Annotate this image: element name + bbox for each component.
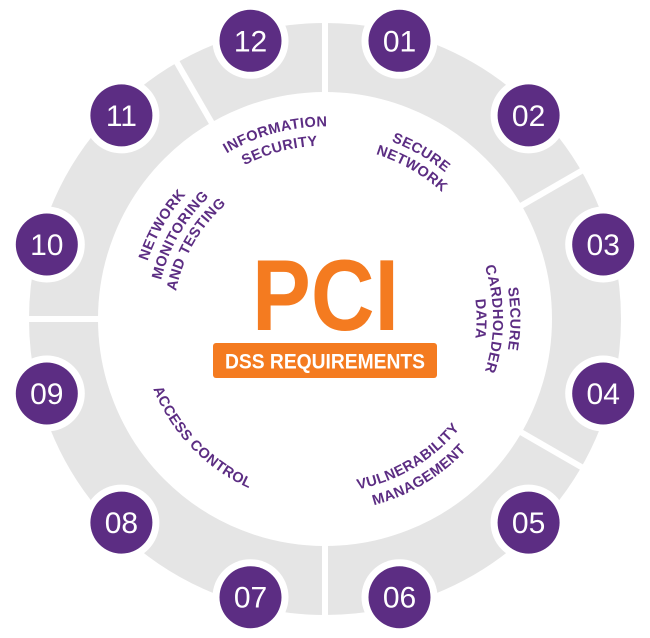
requirement-number: 08 xyxy=(105,507,138,540)
category-network-monitoring-testing: NETWORK MONITORING AND TESTING xyxy=(136,186,229,292)
requirement-number: 10 xyxy=(30,229,63,262)
badge-label: DSS REQUIREMENTS xyxy=(225,351,425,374)
requirement-number: 05 xyxy=(512,507,545,540)
requirement-09: 09 xyxy=(8,355,85,432)
number-circle xyxy=(497,491,560,554)
category-access-control: ACCESS CONTROL xyxy=(149,384,254,492)
number-circle xyxy=(219,566,282,629)
requirement-12: 12 xyxy=(212,2,289,79)
requirement-number: 06 xyxy=(383,582,416,615)
number-circle xyxy=(219,9,282,72)
requirement-08: 08 xyxy=(83,484,160,561)
requirement-07: 07 xyxy=(212,559,289,636)
category-secure-cardholder-data: SECURE CARDHOLDER DATA xyxy=(471,263,522,375)
category-label-line: DATA xyxy=(471,298,488,340)
requirement-06: 06 xyxy=(361,559,438,636)
divider-120 xyxy=(514,426,589,474)
number-circle xyxy=(90,84,153,147)
category-vulnerability-management: VULNERABILITY MANAGEMENT xyxy=(355,420,469,509)
number-circle xyxy=(368,9,431,72)
dss-requirements-badge: DSS REQUIREMENTS xyxy=(213,343,437,378)
requirement-04: 04 xyxy=(565,355,642,432)
category-secure-network: SECURE NETWORK xyxy=(374,130,452,195)
category-information-security: INFORMATION SECURITY xyxy=(221,114,327,169)
category-label-line: ACCESS CONTROL xyxy=(149,384,254,492)
number-circle xyxy=(572,213,635,276)
category-label-line: SECURE xyxy=(504,286,523,352)
number-circle xyxy=(15,362,78,425)
number-circle xyxy=(497,84,560,147)
category-label-line: CARDHOLDER xyxy=(481,263,505,375)
requirement-number: 07 xyxy=(234,582,267,615)
requirement-number: 11 xyxy=(106,100,137,133)
number-circle xyxy=(368,566,431,629)
requirement-number: 09 xyxy=(30,378,63,411)
requirement-05: 05 xyxy=(490,484,567,561)
requirement-02: 02 xyxy=(490,77,567,154)
badge-background xyxy=(213,343,437,378)
requirement-number: 12 xyxy=(234,25,267,58)
requirement-number: 02 xyxy=(512,100,545,133)
divider-330 xyxy=(170,55,218,130)
requirement-03: 03 xyxy=(565,206,642,283)
number-circle xyxy=(572,362,635,425)
requirement-10: 10 xyxy=(8,206,85,283)
divider-60 xyxy=(514,164,589,212)
requirement-number: 01 xyxy=(383,25,416,58)
pci-title: PCI xyxy=(252,240,399,352)
number-circle xyxy=(90,491,153,554)
requirement-01: 01 xyxy=(361,2,438,79)
number-circle xyxy=(15,213,78,276)
requirement-number: 04 xyxy=(587,378,620,411)
ring-segment-dividers xyxy=(22,16,589,622)
requirement-11: 11 xyxy=(83,77,160,154)
requirement-number: 03 xyxy=(587,229,620,262)
